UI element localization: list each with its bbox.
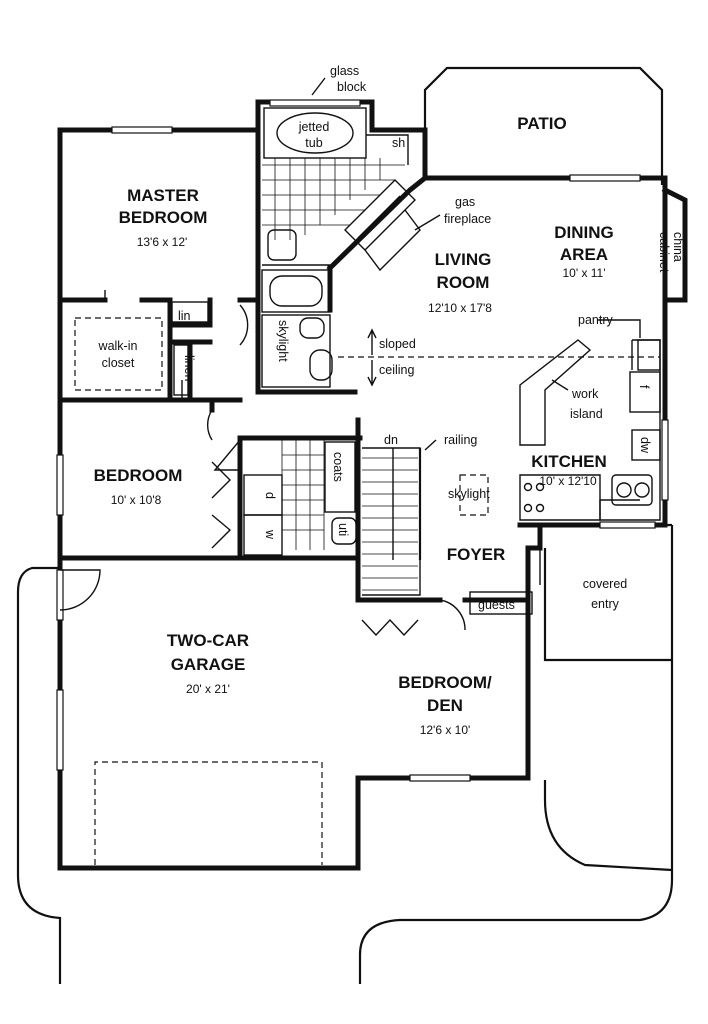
work-island-note-2: island bbox=[570, 407, 603, 421]
bedroom-dim: 10' x 10'8 bbox=[111, 493, 162, 507]
laundry-area bbox=[213, 438, 357, 556]
skylight-foyer-note: skylight bbox=[448, 487, 490, 501]
patio-label: PATIO bbox=[517, 114, 566, 133]
den-label-2: DEN bbox=[427, 696, 463, 715]
leader-lines bbox=[311, 77, 641, 451]
skylight-bath-note: skylight bbox=[276, 320, 290, 362]
kitchen-dim: 10' x 12'10 bbox=[539, 474, 597, 488]
den-dim: 12'6 x 10' bbox=[420, 723, 471, 737]
sloped-note: sloped bbox=[379, 337, 416, 351]
master-bedroom-label-2: BEDROOM bbox=[119, 208, 208, 227]
glass-block-note-1: glass bbox=[330, 64, 359, 78]
dining-label-2: AREA bbox=[560, 245, 608, 264]
dining-label-1: DINING bbox=[554, 223, 614, 242]
work-island-note-1: work bbox=[571, 387, 599, 401]
kitchen-label: KITCHEN bbox=[531, 452, 607, 471]
garage-door bbox=[94, 761, 323, 865]
china-cabinet-note-2: cabinet bbox=[657, 232, 671, 273]
utility-note: uti bbox=[336, 523, 350, 536]
doors bbox=[59, 290, 466, 637]
living-room-label-1: LIVING bbox=[435, 250, 492, 269]
garage-dim: 20' x 21' bbox=[186, 682, 230, 696]
dishwasher-note: dw bbox=[638, 437, 652, 454]
closets bbox=[74, 301, 209, 396]
walkway-outline bbox=[16, 523, 674, 984]
walk-in-closet-note-2: closet bbox=[102, 356, 135, 370]
foyer-details bbox=[459, 474, 541, 615]
living-room-label-2: ROOM bbox=[437, 273, 490, 292]
ceiling-note: ceiling bbox=[379, 363, 414, 377]
linen-note: linen bbox=[182, 355, 196, 381]
shower-note: sh bbox=[392, 136, 405, 150]
jetted-tub-note-2: tub bbox=[305, 136, 322, 150]
foyer-label: FOYER bbox=[447, 545, 506, 564]
windows bbox=[56, 99, 669, 782]
patio-outline bbox=[423, 66, 664, 185]
coats-note: coats bbox=[331, 452, 345, 482]
bedroom-label: BEDROOM bbox=[94, 466, 183, 485]
railing-note: railing bbox=[444, 433, 477, 447]
living-room-dim: 12'10 x 17'8 bbox=[428, 301, 492, 315]
china-cabinet-note-1: china bbox=[671, 232, 685, 262]
master-bedroom-dim: 13'6 x 12' bbox=[137, 235, 188, 249]
garage-label-2: GARAGE bbox=[171, 655, 246, 674]
master-bedroom-label-1: MASTER bbox=[127, 186, 199, 205]
dining-dim: 10' x 11' bbox=[562, 266, 605, 280]
gas-note: gas bbox=[455, 195, 475, 209]
glass-block-note-2: block bbox=[337, 80, 367, 94]
fireplace-note: fireplace bbox=[444, 212, 491, 226]
den-label-1: BEDROOM/ bbox=[398, 673, 492, 692]
covered-entry-note-1: covered bbox=[583, 577, 628, 591]
exterior-walls bbox=[57, 99, 688, 871]
garage-label-1: TWO-CAR bbox=[167, 631, 249, 650]
stairs bbox=[362, 447, 422, 596]
master-bath bbox=[261, 107, 421, 388]
guests-note: guests bbox=[478, 598, 515, 612]
kitchen bbox=[519, 339, 661, 521]
lin-note: lin bbox=[178, 309, 191, 323]
washer-note: w bbox=[263, 529, 277, 540]
stair-down-note: dn bbox=[384, 433, 398, 447]
pantry-note: pantry bbox=[578, 313, 613, 327]
dryer-note: d bbox=[263, 492, 277, 499]
covered-entry-note-2: entry bbox=[591, 597, 620, 611]
walk-in-closet-note-1: walk-in bbox=[98, 339, 138, 353]
sloped-ceiling-line bbox=[338, 328, 660, 387]
fridge-note: f bbox=[637, 385, 651, 389]
jetted-tub-note-1: jetted bbox=[298, 120, 330, 134]
